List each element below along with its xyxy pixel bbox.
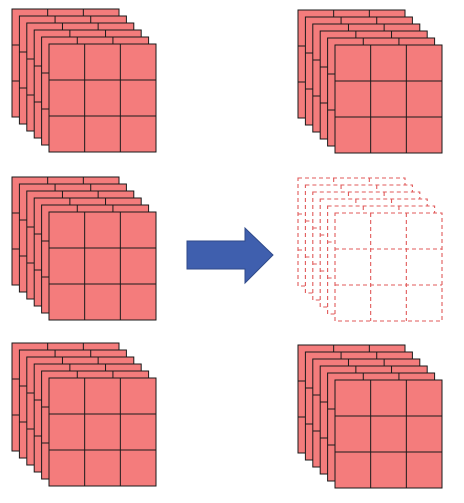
layer-frame: [48, 43, 157, 153]
feature-map-layer: [48, 377, 157, 487]
input-stack-3: [11, 342, 157, 487]
feature-map-layer: [334, 44, 443, 154]
feature-map-layer: [48, 43, 157, 153]
feature-map-layer: [334, 379, 443, 489]
input-stack-2: [11, 176, 157, 321]
feature-map-layer: [48, 211, 157, 321]
layer-frame: [334, 379, 443, 489]
input-stack-1: [11, 8, 157, 153]
right-arrow-icon: [186, 226, 274, 285]
layer-frame: [48, 377, 157, 487]
layer-frame: [334, 212, 443, 322]
output-stack-3: [297, 344, 443, 489]
arrow-shape: [186, 226, 274, 285]
output-stack-2: [297, 177, 443, 322]
feature-map-layer: [334, 212, 443, 322]
output-stack-1: [297, 9, 443, 154]
layer-frame: [334, 44, 443, 154]
layer-frame: [48, 211, 157, 321]
